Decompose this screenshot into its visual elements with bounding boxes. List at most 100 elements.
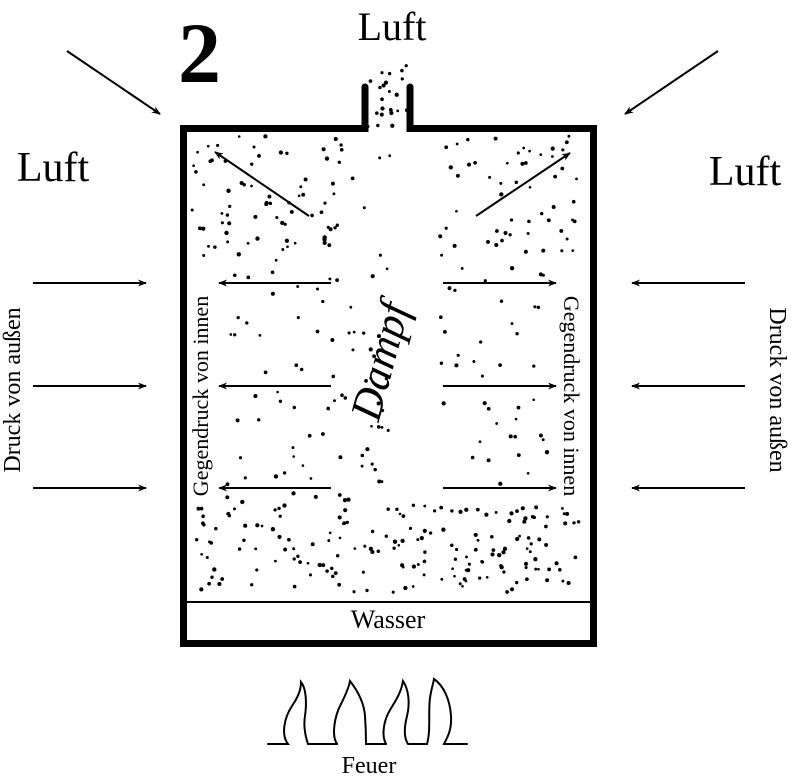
steam-particle xyxy=(389,110,394,116)
steam-particle xyxy=(347,331,351,335)
steam-particle xyxy=(242,538,246,543)
steam-particle xyxy=(380,480,384,484)
steam-particle xyxy=(495,229,499,233)
steam-particle xyxy=(236,252,241,257)
counterpressure-label-left: Gegendruck von innen xyxy=(188,296,213,496)
steam-particle xyxy=(499,181,503,185)
steam-particle xyxy=(390,123,395,128)
figure-number: 2 xyxy=(178,5,221,101)
steam-particle xyxy=(499,299,504,303)
steam-particle xyxy=(277,534,282,539)
steam-particle xyxy=(460,266,464,270)
steam-particle xyxy=(224,230,229,236)
steam-particle xyxy=(368,79,373,83)
steam-particle xyxy=(263,134,268,139)
steam-particle xyxy=(562,512,566,516)
steam-particle xyxy=(278,399,283,403)
steam-particle xyxy=(324,156,330,161)
steam-particle xyxy=(242,183,246,187)
steam-particle xyxy=(416,563,420,566)
steam-particle xyxy=(398,512,402,516)
steam-particle xyxy=(565,237,569,241)
steam-particle xyxy=(296,554,300,558)
steam-particle xyxy=(486,458,491,463)
air-label-top: Luft xyxy=(358,4,427,49)
steam-particle xyxy=(338,455,343,460)
steam-particle xyxy=(213,245,217,249)
steam-particle xyxy=(333,399,336,403)
steam-particle xyxy=(270,270,275,275)
steam-particle xyxy=(450,509,454,513)
steam-particle xyxy=(353,547,357,550)
steam-particle xyxy=(440,253,444,257)
steam-particle xyxy=(441,401,446,406)
steam-particle xyxy=(291,491,296,496)
steam-particle xyxy=(392,546,396,550)
steam-particle xyxy=(376,123,380,128)
steam-particle xyxy=(296,316,300,320)
steam-particle xyxy=(370,549,375,555)
steam-particle xyxy=(509,218,514,222)
steam-particle xyxy=(369,376,373,380)
steam-particle xyxy=(226,511,231,516)
flame-icon xyxy=(333,678,387,745)
steam-particle xyxy=(352,590,356,594)
steam-particle xyxy=(237,135,241,138)
steam-particle xyxy=(287,537,291,542)
steam-particle xyxy=(327,539,331,543)
steam-particle xyxy=(545,578,550,583)
steam-particle xyxy=(482,401,487,406)
steam-particle xyxy=(510,322,514,326)
steam-particle xyxy=(391,590,395,594)
steam-particle xyxy=(199,506,204,511)
steam-particle xyxy=(225,482,230,487)
steam-particle xyxy=(470,455,475,460)
steam-particle xyxy=(466,137,470,142)
steam-particle xyxy=(333,226,337,230)
steam-particle xyxy=(275,215,279,220)
air-arrow-right xyxy=(624,50,719,115)
steam-particle xyxy=(443,330,447,334)
steam-particle xyxy=(453,557,458,561)
steam-particle xyxy=(363,544,367,548)
steam-particle xyxy=(376,425,381,429)
steam-particle xyxy=(328,277,332,281)
steam-particle xyxy=(551,205,556,209)
steam-particle xyxy=(340,393,344,398)
steam-particle xyxy=(516,453,521,458)
steam-particle xyxy=(216,143,220,147)
steam-particle xyxy=(516,151,520,155)
steam-particle xyxy=(486,406,491,411)
inside-counterpressure-arrows-left xyxy=(218,279,331,492)
steam-particle xyxy=(321,299,325,304)
steam-particle xyxy=(250,162,254,166)
steam-particle xyxy=(319,210,324,215)
steam-particle xyxy=(351,348,355,352)
steam-particle xyxy=(276,390,279,394)
steam-particle xyxy=(245,321,249,325)
steam-particle xyxy=(229,333,233,336)
steam-particle xyxy=(455,547,459,552)
steam-particle xyxy=(560,249,564,253)
steam-particle xyxy=(572,521,576,525)
steam-particle xyxy=(375,111,379,115)
steam-particle xyxy=(201,521,205,526)
steam-particle xyxy=(228,204,232,209)
steam-particle xyxy=(546,218,551,223)
steam-label: Dampf xyxy=(341,291,421,426)
inside-counterpressure-arrows-right xyxy=(443,279,557,492)
steam-particle xyxy=(384,377,388,381)
steam-particle xyxy=(339,143,343,147)
steam-particle xyxy=(333,571,338,575)
steam-particle xyxy=(233,273,237,277)
steam-particle xyxy=(522,146,526,150)
steam-particle xyxy=(376,334,382,339)
steam-particle xyxy=(455,142,459,146)
steam-particle xyxy=(550,146,555,151)
steam-particle xyxy=(282,503,287,508)
steam-particle xyxy=(217,581,222,587)
steam-particle xyxy=(339,147,344,152)
steam-particle xyxy=(310,542,315,547)
steam-particle xyxy=(201,514,205,519)
steam-particle xyxy=(387,90,391,93)
